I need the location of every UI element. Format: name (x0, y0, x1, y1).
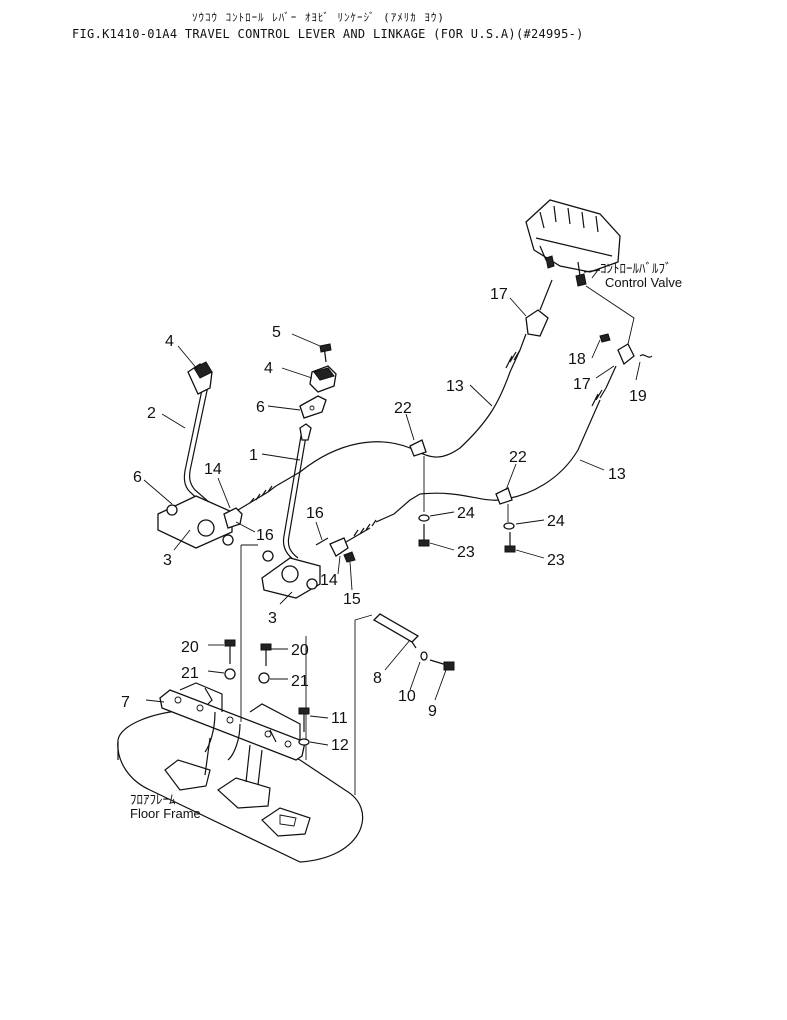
callout-18: 18 (568, 351, 586, 368)
callout-22-lower: 22 (509, 449, 527, 466)
floor-bracket (159, 682, 306, 761)
callout-3-right: 3 (268, 610, 277, 627)
control-valve-label-jp: ｺﾝﾄﾛｰﾙﾊﾞﾙﾌﾞ (600, 261, 672, 276)
cable-end-right (315, 493, 421, 563)
cable-clamp-upper (409, 439, 427, 457)
bracket-bolts (224, 639, 310, 746)
clamp-bolts (418, 456, 516, 553)
left-lever-assembly (157, 361, 234, 549)
callout-11: 11 (331, 710, 348, 727)
callout-23-right: 23 (547, 552, 565, 569)
figure-title-english: FIG.K1410-01A4 TRAVEL CONTROL LEVER AND … (72, 27, 584, 41)
callout-14-left: 14 (204, 461, 222, 478)
valve-connector-lower (585, 285, 653, 407)
callout-16-left: 16 (256, 527, 274, 544)
callout-20-right: 20 (291, 642, 309, 659)
callout-9: 9 (428, 703, 437, 720)
callout-6-right: 6 (256, 399, 265, 416)
pin-assembly (372, 613, 455, 671)
callout-13-upper: 13 (446, 378, 464, 395)
callout-5: 5 (272, 324, 281, 341)
callout-14-right: 14 (320, 572, 338, 589)
cable-upper (299, 349, 521, 473)
callout-1: 1 (249, 447, 258, 464)
floor-frame (117, 709, 364, 863)
callout-12: 12 (331, 737, 349, 754)
callout-17-upper: 17 (490, 286, 508, 303)
figure-title-japanese: ｿｳｺｳ ｺﾝﾄﾛｰﾙ ﾚﾊﾞｰ ｵﾖﾋﾞ ﾘﾝｹｰｼﾞ (ｱﾒﾘｶ ﾖｳ) (192, 11, 445, 24)
callout-6-left: 6 (133, 469, 142, 486)
callout-2: 2 (147, 405, 156, 422)
callout-10: 10 (398, 688, 416, 705)
callout-20-left: 20 (181, 639, 199, 656)
floor-frame-label-en: Floor Frame (130, 806, 201, 821)
knob-and-plate (299, 343, 337, 419)
callout-16-right: 16 (306, 505, 324, 522)
leader-lines (143, 269, 641, 746)
callout-24-left: 24 (457, 505, 475, 522)
callout-17-lower: 17 (573, 376, 591, 393)
cable-end-left (223, 471, 301, 529)
callout-21-right: 21 (291, 673, 309, 690)
callout-23-left: 23 (457, 544, 475, 561)
cable-clamp-lower (495, 487, 513, 505)
callout-4-left: 4 (165, 333, 174, 350)
callout-numbers: 1 2 3 3 4 4 5 6 6 7 8 9 10 11 12 13 13 1… (121, 286, 647, 754)
control-valve-label-en: Control Valve (605, 275, 682, 290)
callout-3-left: 3 (163, 552, 172, 569)
floor-frame-label-jp: ﾌﾛｱﾌﾚｰﾑ (130, 792, 176, 807)
callout-15: 15 (343, 591, 361, 608)
callout-19: 19 (629, 388, 647, 405)
right-lever-assembly (261, 423, 321, 599)
figure-header: ｿｳｺｳ ｺﾝﾄﾛｰﾙ ﾚﾊﾞｰ ｵﾖﾋﾞ ﾘﾝｹｰｼﾞ (ｱﾒﾘｶ ﾖｳ) F… (0, 0, 787, 48)
callout-7: 7 (121, 694, 130, 711)
callout-24-right: 24 (547, 513, 565, 530)
callout-13-lower: 13 (608, 466, 626, 483)
callout-8: 8 (373, 670, 382, 687)
callout-21-left: 21 (181, 665, 199, 682)
callout-4-right: 4 (264, 360, 273, 377)
text-labels: ｺﾝﾄﾛｰﾙﾊﾞﾙﾌﾞ Control Valve ﾌﾛｱﾌﾚｰﾑ Floor … (130, 261, 682, 821)
control-valve (525, 199, 621, 287)
valve-connector-upper (505, 279, 553, 369)
callout-22-upper: 22 (394, 400, 412, 417)
